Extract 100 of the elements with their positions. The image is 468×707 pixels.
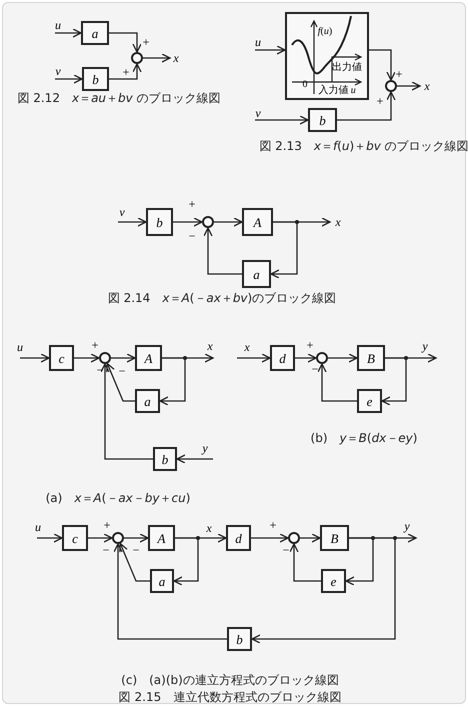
signal-arrow <box>20 353 50 363</box>
sign-label: + <box>122 66 130 78</box>
transfer-block <box>153 447 177 471</box>
signal-label: u <box>35 521 41 533</box>
signal-label: x <box>335 216 341 228</box>
graph-label: f(u) <box>318 27 332 37</box>
block-label: e <box>330 574 336 588</box>
signal-arrow <box>397 81 421 91</box>
signal-arrow <box>251 533 289 543</box>
signal-label: y <box>422 340 428 352</box>
signal-arrow <box>237 353 271 363</box>
transfer-block <box>357 345 385 371</box>
signal-arrow <box>100 363 153 460</box>
signal-arrow <box>74 353 100 363</box>
signal-arrow <box>113 543 227 640</box>
block-label: B <box>330 532 338 544</box>
signal-label: v <box>55 65 61 77</box>
signal-label: x <box>173 52 179 64</box>
block-label: a <box>92 26 98 40</box>
sign-label: + <box>142 36 150 48</box>
block-label: d <box>235 532 242 544</box>
signal-label: x <box>206 522 212 534</box>
signal-label: x <box>207 340 213 352</box>
figure-caption: (b) y＝B(dx－ey) <box>310 432 418 444</box>
signal-arrow <box>55 28 82 38</box>
sign-label: + <box>92 339 98 351</box>
signal-label: x <box>244 341 250 353</box>
sign-label: + <box>376 95 384 107</box>
sign-label: + <box>396 68 402 80</box>
transfer-block <box>62 525 88 551</box>
signal-arrow <box>88 533 113 543</box>
signal-arrow <box>270 221 298 279</box>
block-label: a <box>144 394 151 408</box>
signal-label: v <box>119 206 125 218</box>
transfer-block <box>135 345 162 371</box>
signal-arrow <box>118 217 147 227</box>
block-label: a <box>158 574 166 588</box>
transfer-block <box>226 525 251 551</box>
sign-label: + <box>270 519 276 531</box>
signal-arrow <box>173 217 203 227</box>
figure-caption: (c) (a)(b)の連立方程式のブロック線図 <box>121 674 339 686</box>
figure-caption: 図 2.13 x＝f(u)＋bv のブロック線図 <box>259 140 468 152</box>
signal-label: y <box>202 442 208 454</box>
figure-caption: 図 2.12 x＝au＋bv のブロック線図 <box>17 92 221 104</box>
block-label: b <box>156 216 163 228</box>
block-label: b <box>319 114 326 126</box>
figure-caption: (a) x＝A(－ax－by＋cu) <box>46 492 190 504</box>
signal-arrow <box>345 537 374 586</box>
signal-arrow <box>289 543 321 582</box>
figure-caption: 図 2.15 連立代数方程式のブロック線図 <box>118 691 342 703</box>
signal-arrow <box>328 353 358 363</box>
sign-label: − <box>282 544 290 556</box>
signal-arrow <box>214 217 243 227</box>
transfer-block <box>135 389 160 413</box>
signal-arrow <box>143 53 171 63</box>
block-label: A <box>158 532 166 544</box>
transfer-block <box>227 627 252 651</box>
block-label: d <box>279 352 286 364</box>
signal-arrow <box>55 74 83 84</box>
signal-label: x <box>424 80 430 92</box>
transfer-block <box>81 21 109 45</box>
sign-label: − <box>118 365 126 377</box>
transfer-block <box>82 67 109 91</box>
block-label: a <box>253 268 260 280</box>
transfer-block <box>242 208 273 236</box>
block-label: A <box>144 352 152 364</box>
sign-label: − <box>96 364 104 376</box>
signal-label: u <box>17 341 23 353</box>
signal-arrow <box>295 353 317 363</box>
transfer-block <box>270 345 295 371</box>
signal-arrow <box>159 357 186 406</box>
block-label: B <box>367 352 375 364</box>
sign-label: + <box>104 519 110 531</box>
transfer-block <box>242 260 271 288</box>
signal-label: u <box>55 19 61 31</box>
sign-label: − <box>132 544 140 556</box>
signal-arrow <box>337 91 396 121</box>
graph-label: 入力値 u <box>318 86 356 96</box>
signal-arrow <box>109 63 142 80</box>
signal-arrow <box>173 537 199 586</box>
sign-label: − <box>102 544 110 556</box>
transfer-block <box>308 108 337 132</box>
transfer-block <box>148 525 175 551</box>
block-label: b <box>236 632 243 646</box>
signal-label: y <box>404 520 410 532</box>
block-label: A <box>254 216 262 228</box>
signal-label: v <box>255 107 261 119</box>
sign-label: − <box>312 363 318 375</box>
signal-arrow <box>176 454 213 464</box>
block-label: c <box>58 352 64 364</box>
signal-arrow <box>106 362 135 402</box>
signal-arrow <box>109 32 142 53</box>
graph-label: 0 <box>302 80 308 90</box>
signal-label: u <box>255 36 261 48</box>
signal-arrow <box>300 533 321 543</box>
signal-arrow <box>251 537 396 644</box>
transfer-block <box>357 389 382 413</box>
signal-arrow <box>255 115 309 125</box>
transfer-block <box>150 569 174 593</box>
signal-arrow <box>203 227 242 275</box>
